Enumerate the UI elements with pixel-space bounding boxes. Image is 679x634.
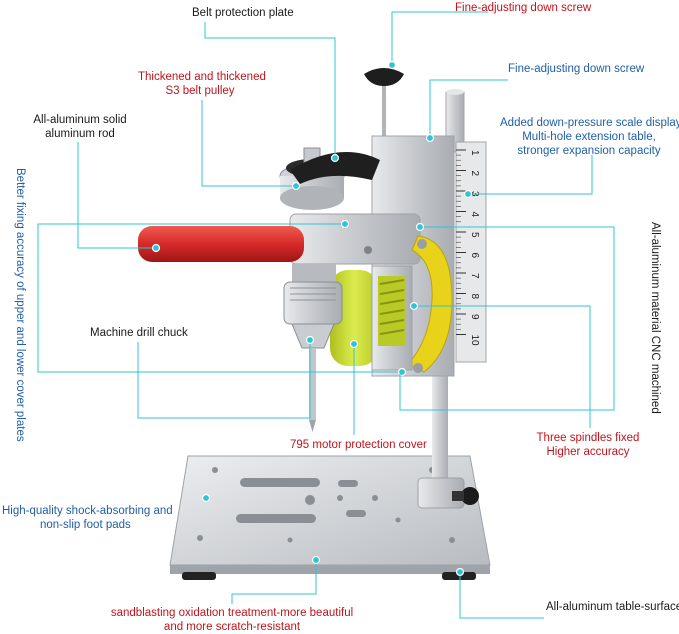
callout-dot-motor	[349, 339, 359, 349]
label-foot-pads: High-quality shock-absorbing and non-sli…	[2, 504, 173, 532]
callout-dot-fine-top	[387, 60, 397, 70]
callout-dot-pulley	[291, 181, 301, 191]
callout-line-fine-mid	[429, 79, 508, 138]
ruler-tick-label: 8	[469, 294, 480, 300]
belt-pulley	[279, 147, 380, 210]
ruler-tick-label: 9	[469, 314, 480, 320]
label-belt-pulley-line1: Thickened and thickened	[138, 71, 266, 83]
label-table-surface: All-aluminum table-surface	[546, 601, 679, 613]
ruler-tick-label: 5	[469, 232, 480, 238]
label-cnc-machined: All-aluminum material CNC machined	[649, 222, 661, 414]
label-scale-display: Added down-pressure scale display Multi-…	[500, 116, 679, 158]
ruler-tick-label: 1	[469, 150, 480, 156]
label-aluminum-rod-line1: All-aluminum solid	[33, 114, 127, 126]
label-spindles-line1: Three spindles fixed	[536, 432, 640, 444]
callout-dot-foot-pads	[201, 493, 211, 503]
callout-line-chuck	[137, 340, 311, 419]
callout-dot-chuck	[305, 335, 315, 345]
label-spindles: Three spindles fixed Higher accuracy	[520, 431, 656, 459]
label-motor-cover: 795 motor protection cover	[290, 439, 427, 451]
callout-dot-cnc	[415, 222, 425, 232]
column	[417, 360, 479, 509]
label-sandblasting: sandblasting oxidation treatment-more be…	[96, 606, 368, 634]
label-scale-line1: Added down-pressure scale display	[500, 117, 679, 129]
ruler-tick-label: 2	[469, 171, 480, 177]
drill-chuck	[283, 264, 343, 432]
callout-line-rod	[77, 142, 156, 249]
callout-dot-sandblast	[311, 555, 321, 565]
label-drill-chuck: Machine drill chuck	[90, 327, 188, 339]
label-belt-protection-plate: Belt protection plate	[192, 7, 294, 19]
ruler-tick-label: 6	[469, 253, 480, 259]
base-plate	[169, 455, 491, 580]
label-belt-pulley-line2: S3 belt pulley	[165, 85, 235, 97]
label-foot-pads-line2: non-slip foot pads	[40, 519, 131, 531]
label-foot-pads-line1: High-quality shock-absorbing and	[2, 505, 173, 517]
label-scale-line3: stronger expansion capacity	[517, 145, 661, 157]
callout-line-fine-top	[391, 11, 488, 65]
label-spindles-line2: Higher accuracy	[546, 446, 630, 458]
callout-dot-rod	[151, 243, 161, 253]
label-fixing-accuracy: Better fixing accuracy of upper and lowe…	[14, 168, 26, 442]
callout-line-spindles	[414, 305, 591, 428]
callout-dot-fine-mid	[425, 133, 435, 143]
callout-line-sandblast	[231, 560, 317, 604]
label-aluminum-rod-line2: aluminum rod	[45, 128, 115, 140]
callout-dot-scale	[463, 189, 473, 199]
label-belt-pulley: Thickened and thickened S3 belt pulley	[138, 70, 266, 98]
label-fine-adjusting-mid: Fine-adjusting down screw	[508, 63, 645, 75]
callout-dot-fixing-top	[340, 219, 350, 229]
ruler-tick-label: 10	[469, 335, 480, 347]
callout-line-table	[459, 572, 544, 619]
ruler-tick-label: 4	[469, 212, 480, 218]
lever-arm	[407, 235, 453, 373]
label-aluminum-rod: All-aluminum solid aluminum rod	[30, 113, 130, 141]
callout-dot-belt-plate	[330, 153, 340, 163]
label-sandblasting-line1: sandblasting oxidation treatment-more be…	[110, 607, 354, 619]
label-sandblasting-line2: and more scratch-resistant	[163, 621, 301, 633]
callout-line-scale	[468, 155, 593, 195]
callout-line-fixing	[37, 223, 402, 373]
feed-handle	[138, 213, 421, 265]
label-scale-line2: Multi-hole extension table,	[522, 131, 656, 143]
callout-dot-table	[455, 567, 465, 577]
label-fine-adjusting-top: Fine-adjusting down screw	[455, 2, 592, 14]
callout-dot-spindles	[409, 301, 419, 311]
ruler-tick-label: 7	[469, 273, 480, 279]
callout-line-belt-plate	[204, 22, 336, 158]
callout-line-cnc	[399, 226, 615, 411]
callout-line-pulley	[201, 100, 296, 187]
